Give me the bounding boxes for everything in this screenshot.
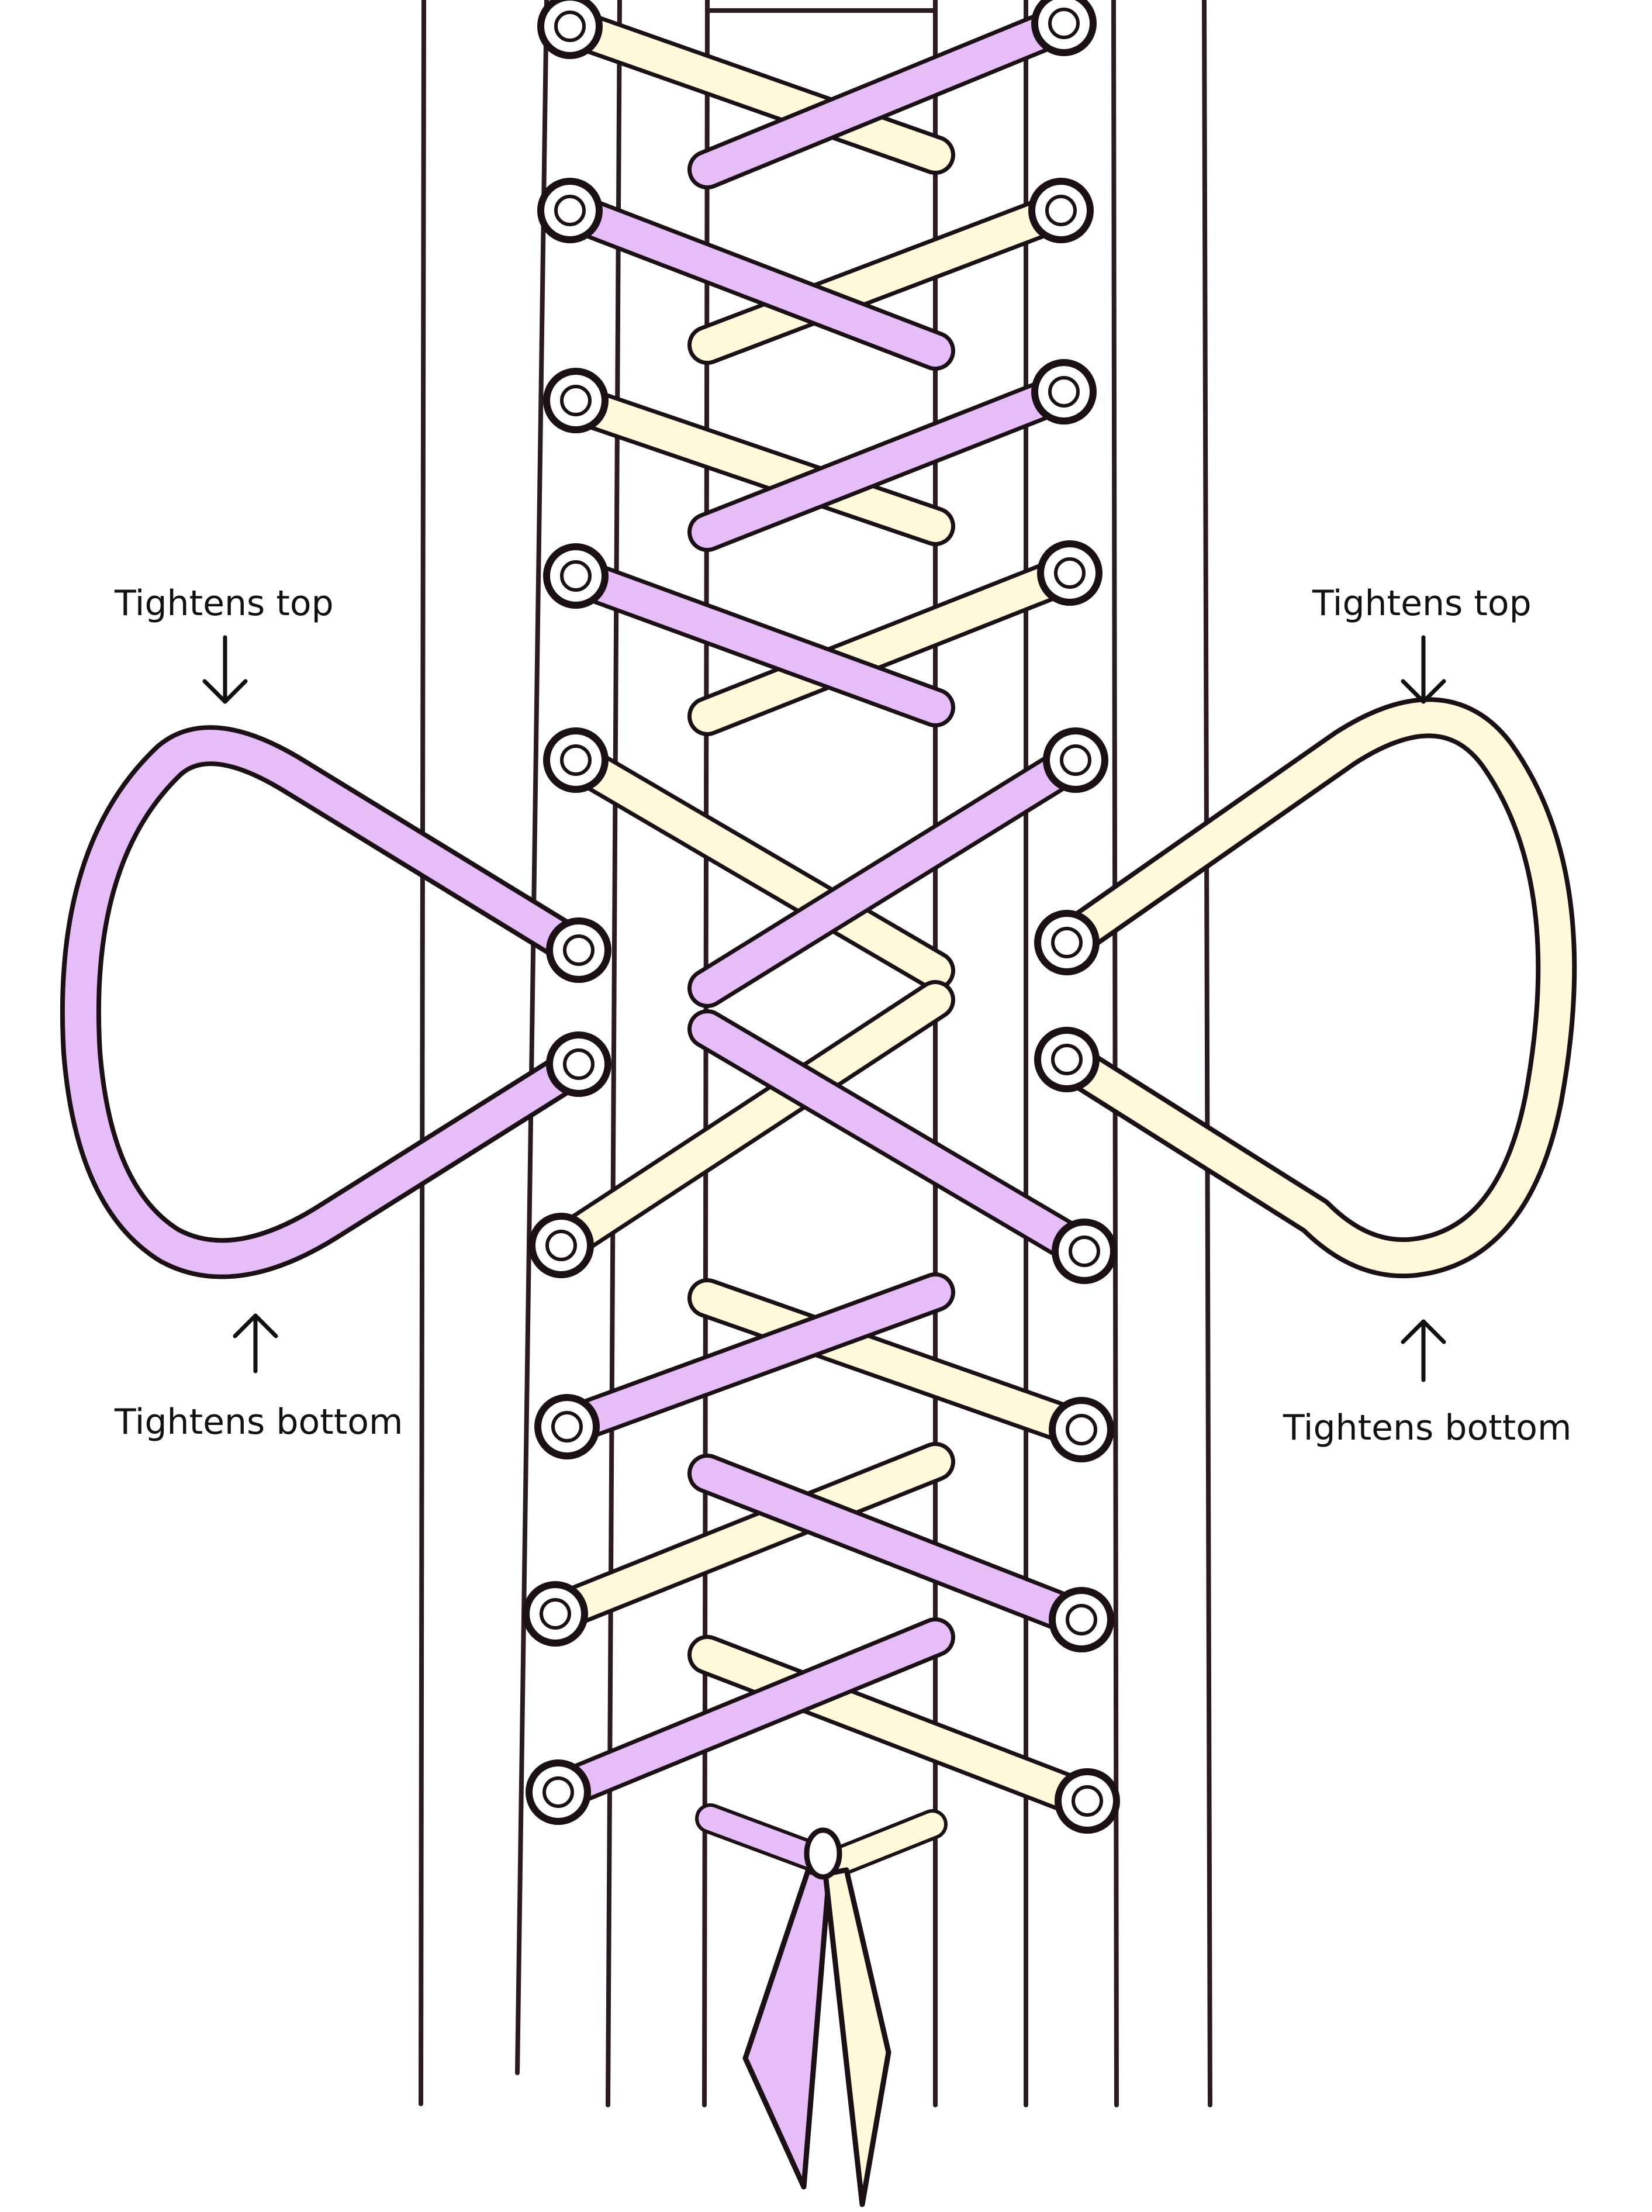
frame-line-eyelet-left-outer [515, 0, 549, 2075]
annotation-label-right-top: Tightens top [1312, 583, 1532, 624]
eyelet [538, 1397, 596, 1456]
arrow-up-icon [233, 1313, 278, 1374]
right-lace-loop [1046, 697, 1577, 1279]
eyelet [532, 1216, 590, 1275]
eyelet [547, 547, 605, 605]
annotation-label-right-bottom: Tightens bottom [1283, 1407, 1571, 1448]
cream-strap [541, 980, 955, 1265]
arrow-up-icon [1401, 1319, 1446, 1382]
cream-strap [550, 6, 955, 175]
purple-strap [550, 191, 955, 371]
tongue-line-left [702, 0, 710, 2107]
eyelet [549, 1035, 608, 1093]
cream-strap [556, 740, 955, 991]
annotation-label-left-top: Tightens top [114, 583, 334, 624]
frame-line-eyelet-right-outer [1111, 0, 1119, 2107]
eyelet [1058, 1772, 1117, 1830]
eyelet [1046, 731, 1105, 789]
frame-line-outer-right [1202, 0, 1212, 2107]
eyelet [1035, 363, 1093, 421]
eyelet [549, 921, 608, 979]
purple-strap [687, 740, 1095, 1008]
eyelet [1032, 181, 1090, 240]
annotation-right-top: Tightens top [1312, 583, 1532, 704]
eyelet [1052, 1400, 1111, 1459]
annotation-left-bottom: Tightens bottom [114, 1313, 403, 1443]
lace-knot [742, 1827, 891, 2207]
cream-lace [535, 6, 1577, 1880]
eyelet [547, 731, 605, 789]
cream-strap [687, 553, 1090, 736]
cream-strap [815, 1809, 948, 1880]
annotation-left-top: Tightens top [114, 583, 334, 704]
cream-strap [535, 1442, 955, 1634]
frame-line-outer-left [419, 0, 426, 2106]
eyelet [547, 371, 605, 430]
eyelet [1041, 544, 1099, 602]
cream-strap [556, 384, 955, 546]
arrow-down-icon [202, 635, 248, 704]
purple-strap [687, 1009, 1104, 1271]
eyelet [1038, 1030, 1096, 1089]
purple-strap [695, 1803, 828, 1872]
cream-strap [687, 1278, 1101, 1450]
purple-strap [687, 1454, 1101, 1640]
knot [804, 1827, 842, 1880]
eyelet [541, 0, 599, 56]
purple-lace [60, 4, 1104, 1872]
cream-strap [687, 191, 1081, 365]
purple-lace-end [742, 1868, 832, 2190]
purple-strap [687, 372, 1084, 552]
eyelet [529, 1763, 587, 1821]
eyelet [1035, 0, 1093, 53]
purple-strap [687, 4, 1084, 189]
left-lace-loop [60, 725, 599, 1279]
purple-strap [538, 1617, 955, 1812]
cream-strap [687, 1635, 1107, 1821]
eyelet [1055, 1222, 1114, 1281]
eyelet [541, 181, 599, 240]
annotation-right-bottom: Tightens bottom [1283, 1319, 1571, 1448]
arrow-down-icon [1401, 635, 1446, 704]
eyelet [1052, 1590, 1111, 1649]
purple-strap [556, 556, 955, 727]
annotation-label-left-bottom: Tightens bottom [114, 1402, 403, 1443]
purple-strap [547, 1272, 955, 1447]
eyelet [1038, 913, 1096, 972]
cream-lace-end [822, 1867, 891, 2207]
eyelet [526, 1585, 585, 1643]
